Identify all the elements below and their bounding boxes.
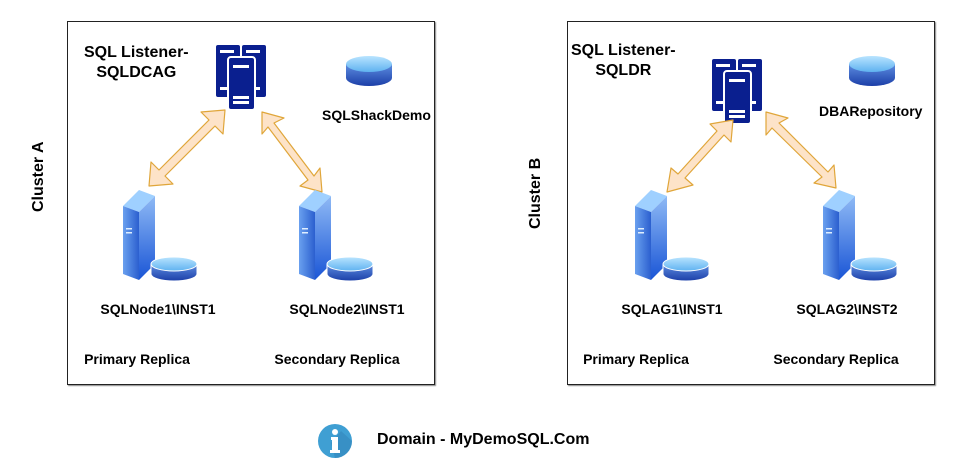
bidirectional-arrow-icon [765,111,837,189]
node-role-label: Secondary Replica [773,351,899,367]
sql-server-node-icon[interactable] [819,188,899,282]
domain-label: Domain - MyDemoSQL.Com [377,431,590,448]
node-instance-label: SQLAG1\INST1 [621,301,723,317]
bidirectional-arrow-icon [148,109,226,187]
cluster-a-listener-label: SQL Listener- SQLDCAG [84,43,189,83]
node-role-label: Secondary Replica [274,351,400,367]
database-label: SQLShackDemo [322,107,431,123]
listener-server-icon[interactable] [216,45,268,111]
sql-server-node-icon[interactable] [631,188,711,282]
node-role-label: Primary Replica [84,351,190,367]
listener-label-line1: SQL Listener- [571,42,676,59]
sql-server-node-icon[interactable] [119,188,199,282]
listener-server-icon[interactable] [712,59,764,125]
cluster-b-listener-label: SQL Listener- SQLDR [571,41,676,81]
cluster-a-label: Cluster A [30,141,47,212]
database-icon[interactable] [345,55,393,87]
node-instance-label: SQLNode2\INST1 [289,301,405,317]
bidirectional-arrow-icon [261,111,323,193]
info-icon [318,424,352,458]
node-instance-label: SQLAG2\INST2 [796,301,898,317]
listener-label-line2: SQLDR [595,62,652,79]
bidirectional-arrow-icon [666,119,734,193]
listener-label-line1: SQL Listener- [84,44,189,61]
listener-label-line2: SQLDCAG [96,64,177,81]
node-instance-label: SQLNode1\INST1 [100,301,216,317]
node-role-label: Primary Replica [583,351,689,367]
database-icon[interactable] [848,55,896,87]
sql-server-node-icon[interactable] [295,188,375,282]
database-label: DBARepository [819,103,923,119]
cluster-b-label: Cluster B [527,157,544,229]
